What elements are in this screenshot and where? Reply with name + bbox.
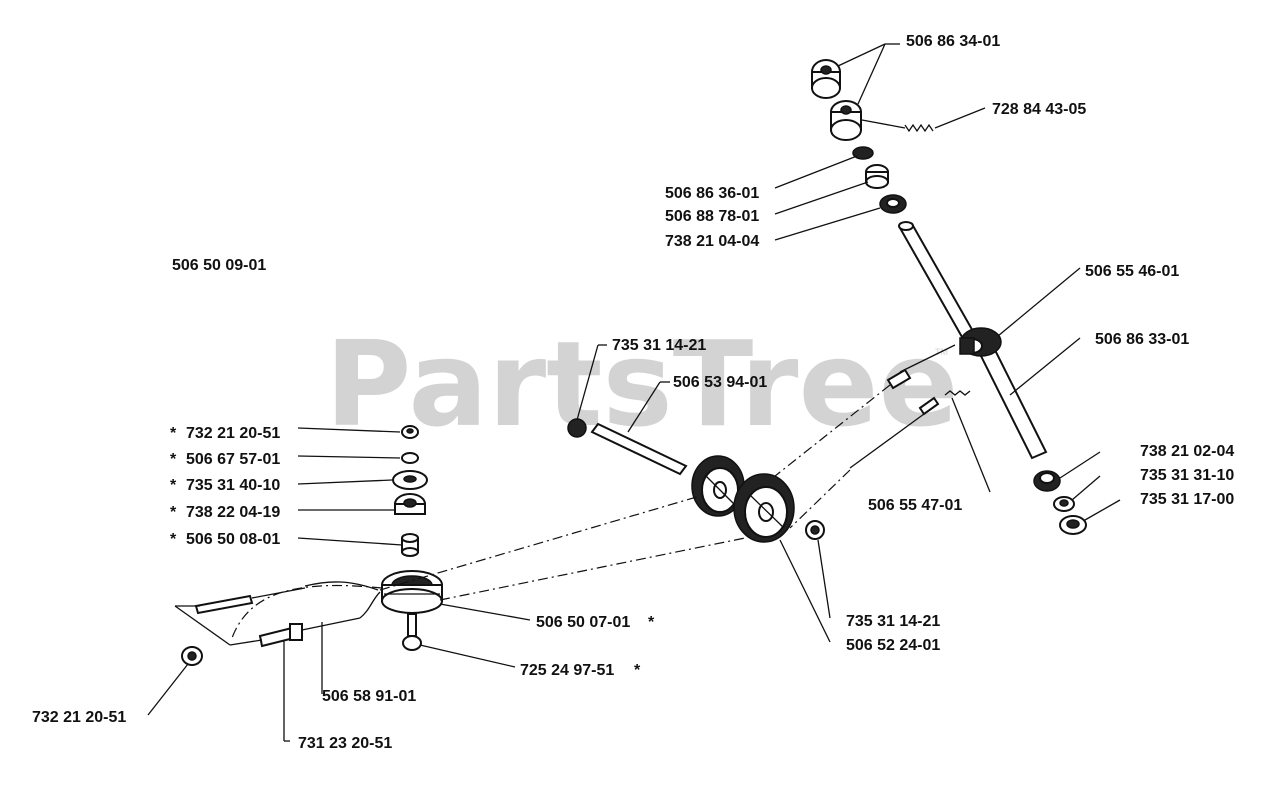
star-mark-3: * (170, 477, 177, 494)
lower-cable-part (789, 390, 971, 529)
main-pulley-part (381, 570, 443, 614)
star-mark-2: * (170, 451, 177, 468)
star-mark-4: * (170, 504, 177, 521)
wheel-nut-part (805, 520, 825, 540)
upper-cable-part (769, 344, 956, 481)
leader-lines (147, 43, 1121, 742)
star-mark-1: * (170, 425, 177, 442)
belt-outline (231, 495, 746, 639)
upper-collar-part (811, 59, 841, 99)
label-506-53-94-01: 506 53 94-01 (673, 374, 767, 391)
label-732-21-20-51-bottom: 732 21 20-51 (32, 709, 126, 726)
pulley-stack (392, 425, 428, 557)
pulley-bolt-part (402, 613, 422, 651)
label-506-50-08-01: 506 50 08-01 (186, 531, 280, 548)
label-738-21-04-04: 738 21 04-04 (665, 233, 759, 250)
label-735-31-14-21-bottom: 735 31 14-21 (846, 613, 940, 630)
label-735-31-17-00: 735 31 17-00 (1140, 491, 1234, 508)
left-nut-part (181, 646, 203, 666)
label-506-86-36-01: 506 86 36-01 (665, 185, 759, 202)
label-506-86-33-01: 506 86 33-01 (1095, 331, 1189, 348)
label-506-88-78-01: 506 88 78-01 (665, 208, 759, 225)
label-506-55-46-01: 506 55 46-01 (1085, 263, 1179, 280)
label-725-24-97-51: 725 24 97-51 (520, 662, 614, 679)
washer-part (852, 146, 874, 160)
set-screw-part (861, 119, 934, 133)
label-728-84-43-05: 728 84 43-05 (992, 101, 1086, 118)
label-735-31-31-10: 735 31 31-10 (1140, 467, 1234, 484)
label-738-22-04-19: 738 22 04-19 (186, 504, 280, 521)
label-735-31-40-10: 735 31 40-10 (186, 477, 280, 494)
drive-gear-part (959, 327, 1002, 357)
bushing-part (865, 164, 889, 189)
star-mark-6: * (648, 614, 655, 631)
label-506-55-47-01: 506 55 47-01 (868, 497, 962, 514)
label-506-52-24-01: 506 52 24-01 (846, 637, 940, 654)
left-cable-part (174, 581, 381, 648)
label-731-23-20-51: 731 23 20-51 (298, 735, 392, 752)
star-mark-7: * (634, 662, 641, 679)
lower-nut-part (1059, 515, 1087, 535)
label-732-21-20-51-top: 732 21 20-51 (186, 425, 280, 442)
bearing-part (879, 194, 907, 214)
label-738-21-02-04: 738 21 02-04 (1140, 443, 1234, 460)
axle-shaft-part (567, 418, 688, 476)
label-506-86-34-01: 506 86 34-01 (906, 33, 1000, 50)
lower-collar-part (830, 100, 862, 141)
star-mark-5: * (170, 531, 177, 548)
lower-washer-part (1053, 496, 1075, 512)
lower-bearing-part (1033, 470, 1061, 492)
label-506-50-07-01: 506 50 07-01 (536, 614, 630, 631)
label-506-58-91-01: 506 58 91-01 (322, 688, 416, 705)
label-735-31-14-21-top: 735 31 14-21 (612, 337, 706, 354)
rear-wheel-part (691, 455, 745, 517)
label-506-67-57-01: 506 67 57-01 (186, 451, 280, 468)
label-506-50-09-01: 506 50 09-01 (172, 257, 266, 274)
watermark: PartsTree (325, 315, 959, 453)
front-wheel-part (733, 473, 795, 543)
